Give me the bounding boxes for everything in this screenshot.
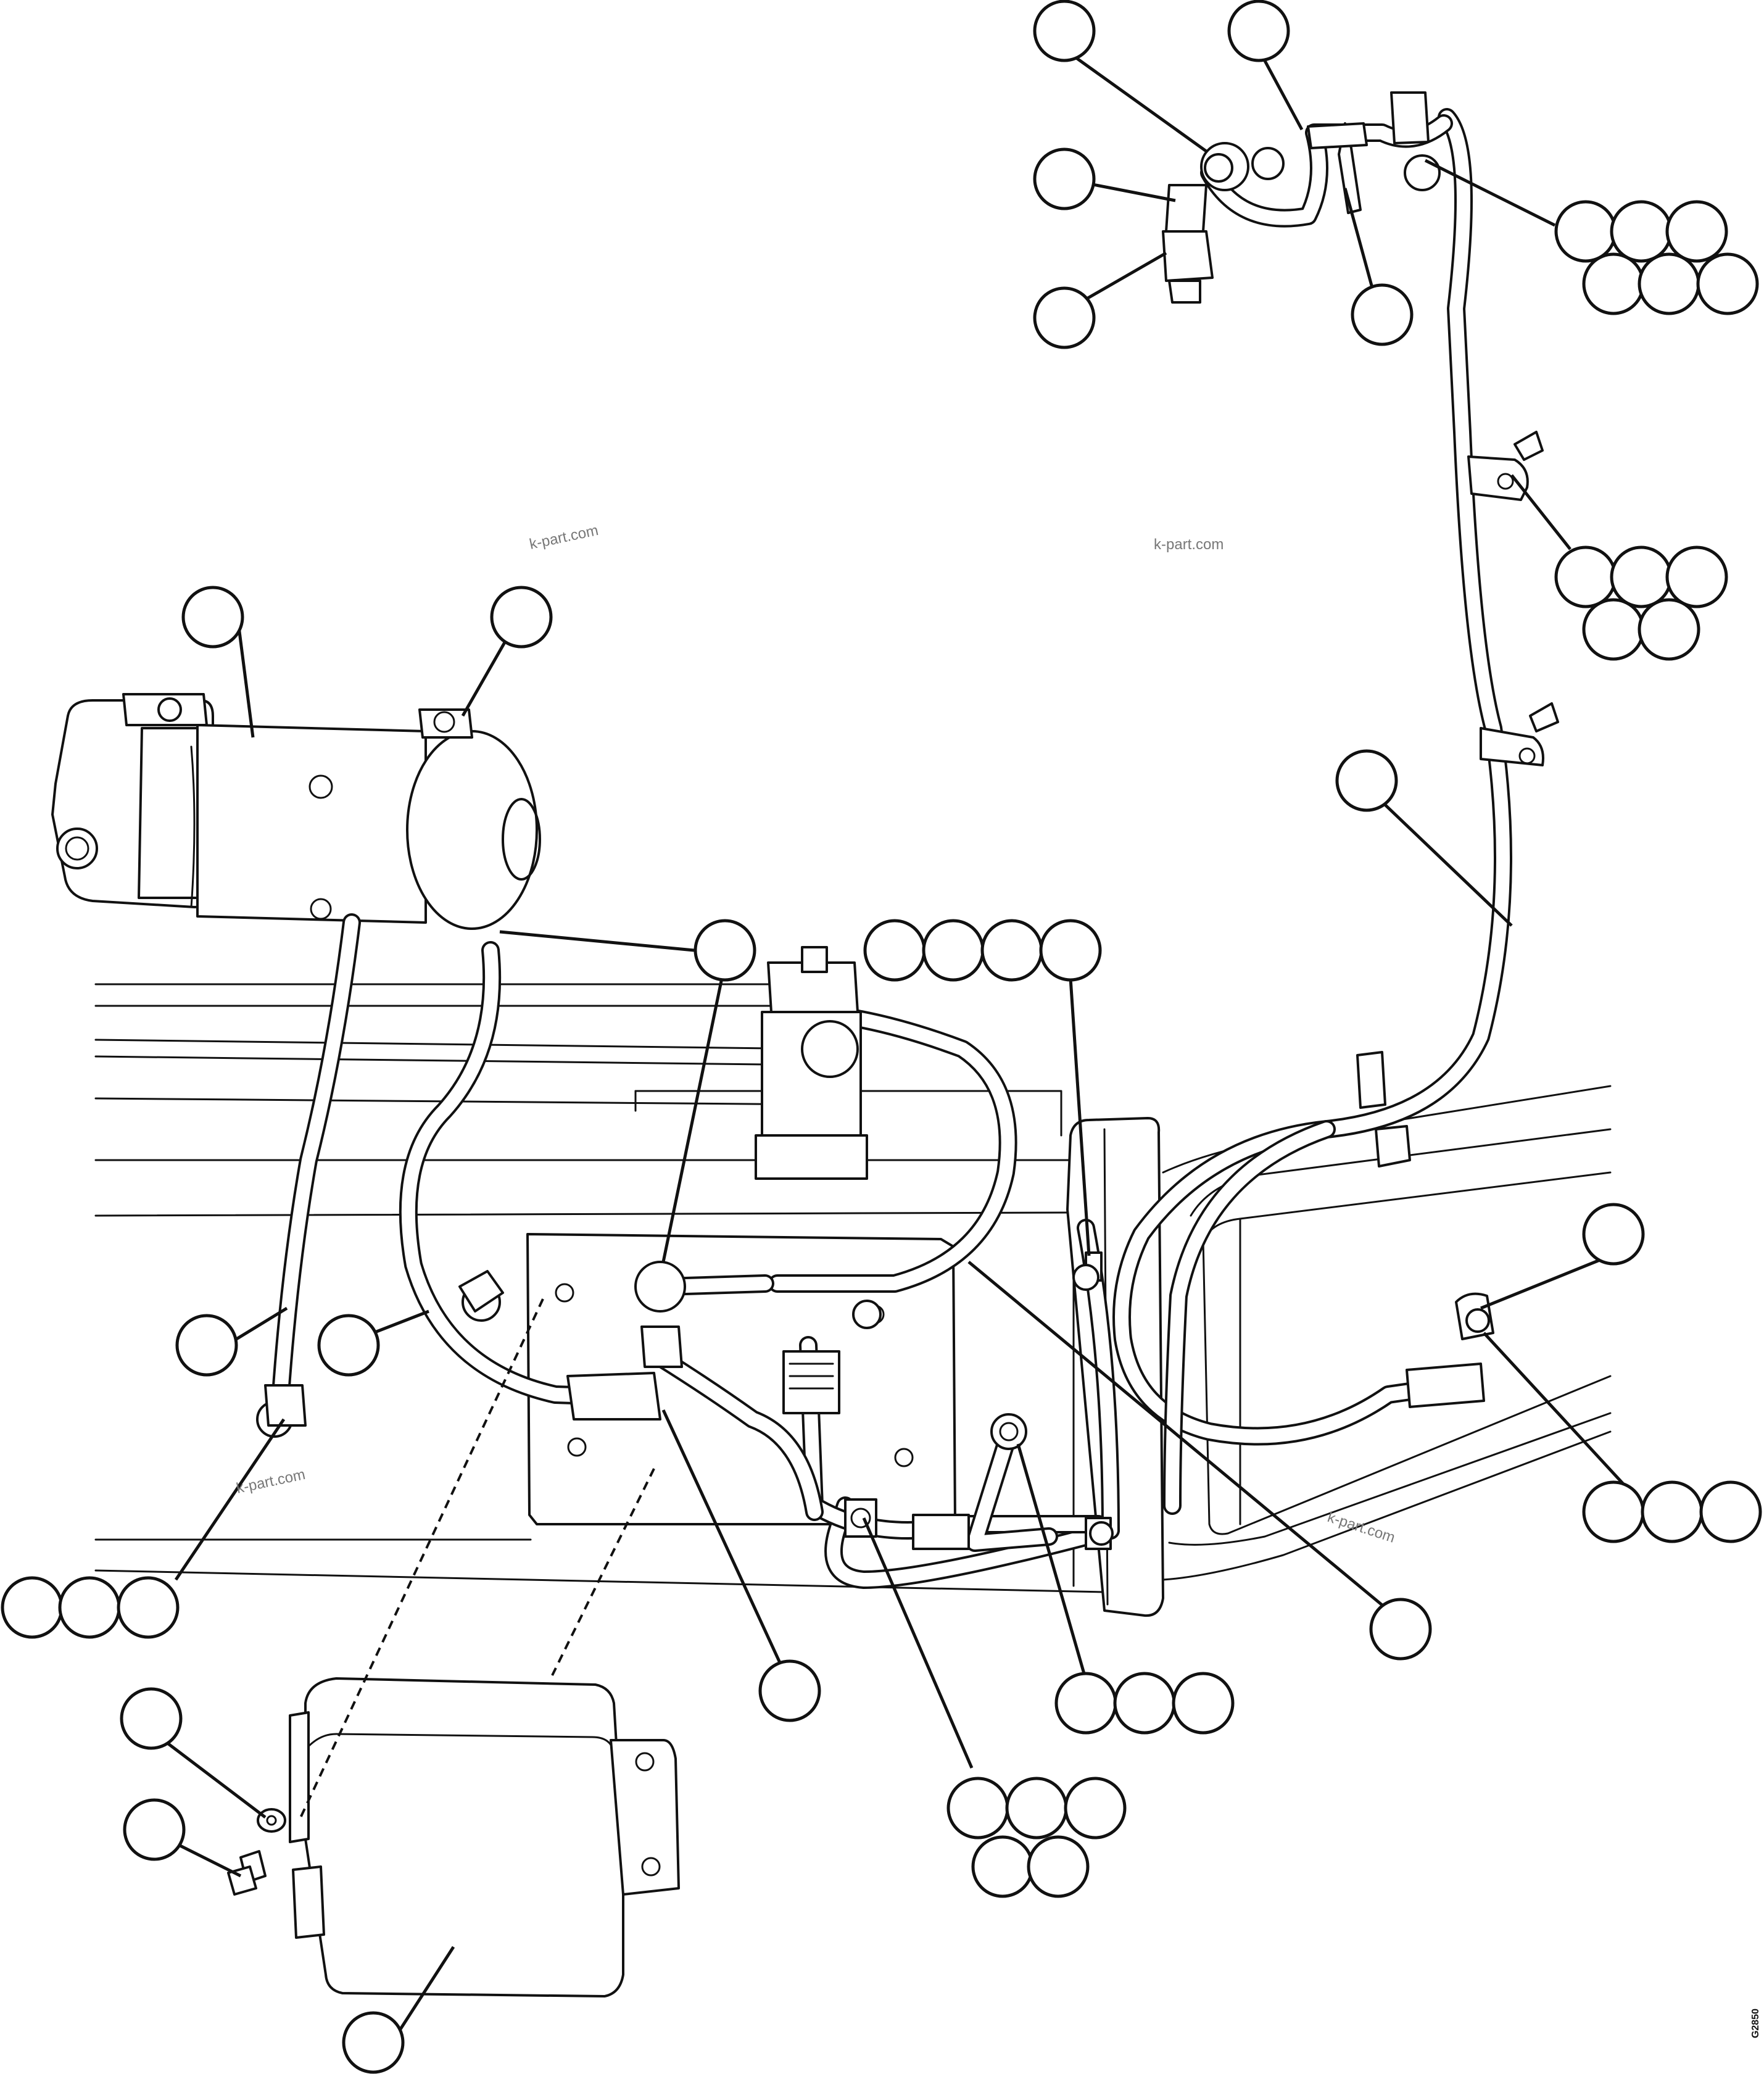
balloon-connector-clip [758, 1659, 821, 1722]
balloon-washer [120, 1687, 183, 1750]
balloon-harness-center [1369, 1598, 1432, 1661]
watermark-2: k-part.com [1154, 536, 1224, 553]
balloon-cluster-mid-right [1554, 545, 1728, 661]
balloon-cluster-bottom [946, 1777, 1127, 1898]
balloon-fitting-left [317, 1314, 380, 1377]
watermark-1: k-part.com [528, 522, 600, 553]
crossmember [1066, 1085, 1612, 1617]
balloon-grommet [694, 919, 756, 982]
balloon-cover [342, 2011, 405, 2074]
balloon-bolt [123, 1798, 186, 1861]
drawing-code: G2850 [1750, 2009, 1761, 2038]
hoses [271, 913, 1017, 1407]
balloon-ground-lug [1054, 1672, 1235, 1735]
balloon-upper-mid [1227, 0, 1290, 62]
cover-assembly [227, 1298, 680, 1997]
balloon-elbow-fitting [1033, 147, 1096, 210]
balloon-pump-motor [181, 586, 244, 649]
top-harness [1162, 91, 1453, 304]
balloon-connector-right [1582, 1480, 1762, 1543]
balloon-harness-right [1335, 749, 1398, 812]
balloon-bottom-left-row [1, 1576, 180, 1639]
watermark-3: k-part.com [235, 1466, 307, 1497]
balloon-hose-left [175, 1314, 238, 1377]
leader-lines [162, 48, 1633, 2044]
pump-motor [51, 693, 541, 930]
balloon-cluster-top-right [1554, 200, 1759, 315]
balloon-relay-right [1582, 1203, 1645, 1266]
balloon-bracket-top [1351, 283, 1414, 346]
balloon-motor-terminal [490, 586, 553, 649]
plate-components [256, 946, 1494, 1550]
balloon-row-four [863, 919, 1102, 982]
watermark-4: k-part.com [1325, 1509, 1397, 1546]
balloon-upper-left [1033, 0, 1096, 62]
balloon-adapter-fitting [1033, 286, 1096, 349]
harness-clamps [1356, 431, 1559, 1168]
